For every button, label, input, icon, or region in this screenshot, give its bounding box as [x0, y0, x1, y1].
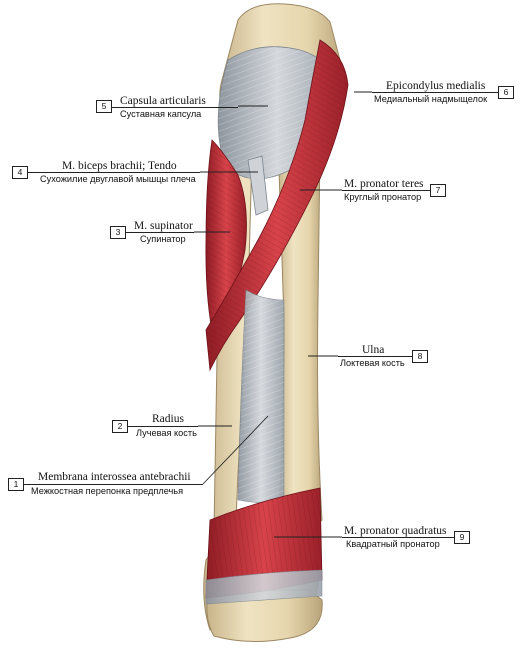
label-biceps-tendon-latin: M. biceps brachii; Tendo	[62, 160, 177, 172]
callout-number-5: 5	[96, 100, 112, 113]
label-6-underline	[372, 92, 498, 93]
distal-ligament-strip	[205, 569, 323, 605]
label-pronator-teres-russian: Круглый пронатор	[344, 192, 422, 202]
label-supinator-russian: Супинатор	[140, 234, 186, 244]
biceps-tendon-shape	[247, 155, 269, 216]
label-pronator-quadratus-latin: M. pronator quadratus	[344, 525, 447, 537]
label-9-underline	[342, 537, 454, 538]
label-radius-latin: Radius	[152, 413, 184, 425]
callout-number-9: 9	[454, 531, 470, 544]
label-2-underline	[128, 426, 198, 427]
label-membrana-interossea-russian: Межкостная перепонка предплечья	[31, 486, 184, 496]
distal-radius-end	[206, 589, 323, 643]
label-5-underline	[112, 107, 238, 108]
callout-number-7: 7	[430, 184, 446, 197]
leader-1	[202, 415, 269, 485]
label-epicondylus-medialis-latin: Epicondylus medialis	[386, 80, 486, 92]
label-7-underline	[342, 190, 430, 191]
label-biceps-tendon-russian: Сухожилие двуглавой мышцы плеча	[40, 174, 196, 184]
pronator-quadratus-fiber-texture	[206, 488, 322, 598]
callout-number-8: 8	[412, 350, 428, 363]
callout-number-3: 3	[110, 226, 126, 239]
callout-number-4: 4	[12, 166, 28, 179]
label-capsula-articularis-latin: Capsula articularis	[120, 95, 206, 107]
label-membrana-interossea-latin: Membrana interossea antebrachii	[38, 471, 191, 483]
label-pronator-teres-latin: M. pronator teres	[344, 178, 424, 190]
callout-number-6: 6	[498, 86, 514, 99]
interosseous-fiber-texture	[238, 290, 284, 503]
callout-number-1: 1	[8, 478, 24, 491]
label-epicondylus-medialis-russian: Медиальный надмыщелок	[374, 94, 488, 104]
label-pronator-quadratus-russian: Квадратный пронатор	[346, 539, 440, 549]
supinator-fiber-texture	[205, 140, 247, 340]
leader-lines	[194, 91, 372, 538]
label-3-underline	[126, 232, 194, 233]
pronator-teres-fiber-texture	[206, 40, 348, 370]
label-radius-russian: Лучевая кость	[136, 428, 197, 438]
label-capsula-articularis-russian: Суставная капсула	[120, 109, 202, 119]
label-supinator-latin: M. supinator	[134, 220, 193, 232]
label-ulna-russian: Локтевая кость	[340, 358, 405, 368]
label-ulna-latin: Ulna	[362, 344, 385, 356]
label-1-underline	[24, 484, 203, 485]
label-4-underline	[28, 172, 200, 173]
label-8-underline	[338, 356, 412, 357]
callout-number-2: 2	[112, 420, 128, 433]
